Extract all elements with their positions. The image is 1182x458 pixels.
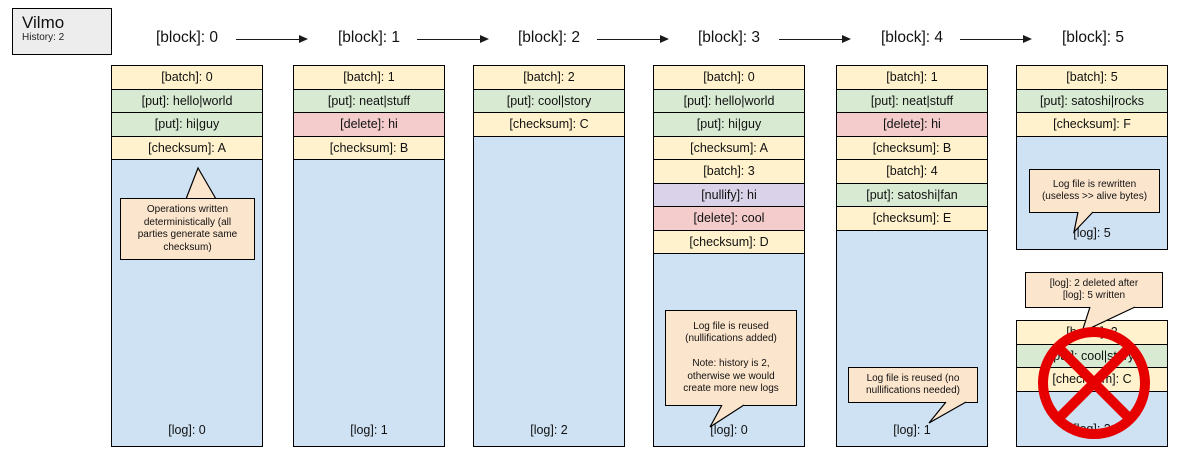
batch-row: [batch]: 1 xyxy=(837,66,987,90)
callout-reused-plain: Log file is reused (no nullifications ne… xyxy=(848,367,978,403)
log-label: [log]: 5 xyxy=(1073,226,1111,240)
callout-deleted: [log]: 2 deleted after [log]: 5 written xyxy=(1025,272,1163,308)
callout-reused-nullify: Log file is reused (nullifications added… xyxy=(665,310,797,406)
checksum-row: [checksum]: B xyxy=(294,136,444,160)
put-row: [put]: neat|stuff xyxy=(294,89,444,113)
batch-row: [batch]: 3 xyxy=(654,160,804,184)
batch-row: [batch]: 4 xyxy=(837,160,987,184)
block-label-5: [block]: 5 xyxy=(1061,29,1125,46)
batch-row: [batch]: 1 xyxy=(294,66,444,90)
arrow-right-icon xyxy=(417,34,489,43)
log-label: [log]: 0 xyxy=(710,423,748,437)
log-file-area: [log]: 1 xyxy=(294,160,444,446)
block-2-stack: [batch]: 2 [put]: cool|story [checksum]:… xyxy=(473,65,625,447)
log-label: [log]: 1 xyxy=(350,423,388,437)
delete-row: [delete]: hi xyxy=(294,113,444,137)
put-row: [put]: satoshi|rocks xyxy=(1017,89,1167,113)
batch-row: [batch]: 2 xyxy=(474,66,624,90)
batch-row: [batch]: 0 xyxy=(654,66,804,90)
checksum-row: [checksum]: D xyxy=(654,230,804,254)
block-1-stack: [batch]: 1 [put]: neat|stuff [delete]: h… xyxy=(293,65,445,447)
arrow-right-icon xyxy=(960,34,1032,43)
callout-tail-icon xyxy=(709,404,745,428)
block-label-0: [block]: 0 xyxy=(155,29,219,46)
checksum-row: [checksum]: B xyxy=(837,136,987,160)
block-label-1: [block]: 1 xyxy=(337,29,401,46)
put-row: [put]: cool|story xyxy=(474,89,624,113)
log-label: [log]: 1 xyxy=(893,423,931,437)
block-label-2: [block]: 2 xyxy=(517,29,581,46)
put-row: [put]: hello|world xyxy=(112,89,262,113)
log-label: [log]: 0 xyxy=(168,423,206,437)
batch-row: [batch]: 0 xyxy=(112,66,262,90)
legend-box: Vilmo History: 2 xyxy=(12,8,112,55)
put-row: [put]: hi|guy xyxy=(112,113,262,137)
checksum-row: [checksum]: C xyxy=(474,113,624,137)
callout-rewritten: Log file is rewritten (useless >> alive … xyxy=(1029,169,1160,213)
app-title: Vilmo xyxy=(22,13,65,32)
delete-row: [delete]: cool xyxy=(654,207,804,231)
log-file-area: [log]: 2 xyxy=(474,136,624,446)
callout-deterministic: Operations written deterministically (al… xyxy=(120,198,255,260)
arrow-right-icon xyxy=(236,34,308,43)
put-row: [put]: hello|world xyxy=(654,89,804,113)
log-file-area: [log]: 1 xyxy=(837,230,987,446)
block-label-4: [block]: 4 xyxy=(880,29,944,46)
history-setting: History: 2 xyxy=(22,32,65,43)
callout-tail-icon xyxy=(1073,211,1094,234)
arrow-right-icon xyxy=(597,34,669,43)
checksum-row: [checksum]: F xyxy=(1017,113,1167,137)
checksum-row: [checksum]: E xyxy=(837,207,987,231)
delete-row: [delete]: hi xyxy=(837,113,987,137)
block-label-3: [block]: 3 xyxy=(697,29,761,46)
nullify-row: [nullify]: hi xyxy=(654,183,804,207)
put-row: [put]: satoshi|fan xyxy=(837,183,987,207)
deleted-cross-icon xyxy=(1038,327,1150,439)
checksum-row: [checksum]: A xyxy=(112,136,262,160)
batch-row: [batch]: 5 xyxy=(1017,66,1167,90)
callout-tail-icon xyxy=(928,401,967,424)
callout-tail-icon xyxy=(185,166,217,200)
log-label: [log]: 2 xyxy=(530,423,568,437)
arrow-right-icon xyxy=(779,34,851,43)
put-row: [put]: hi|guy xyxy=(654,113,804,137)
put-row: [put]: neat|stuff xyxy=(837,89,987,113)
checksum-row: [checksum]: A xyxy=(654,136,804,160)
